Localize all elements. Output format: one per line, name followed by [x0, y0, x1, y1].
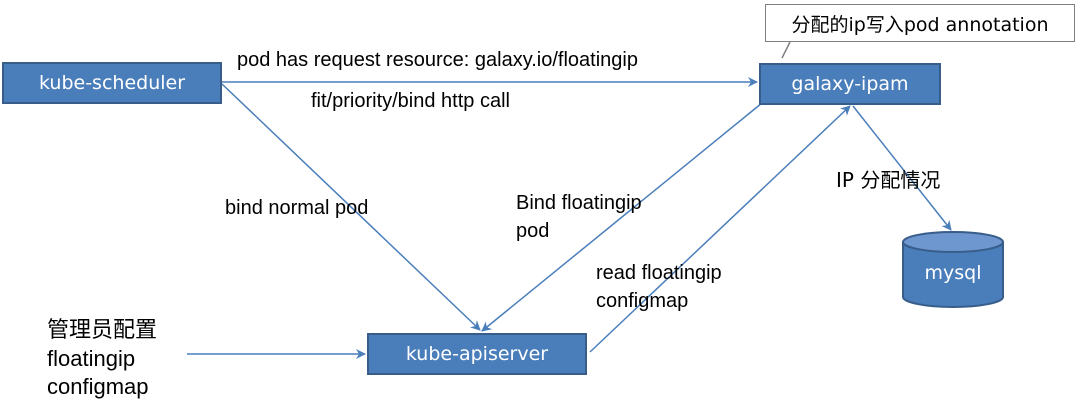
kube-scheduler-node[interactable]: kube-scheduler: [2, 62, 222, 104]
galaxy-ipam-node[interactable]: galaxy-ipam: [759, 63, 941, 105]
ip-annotation-callout: 分配的ip写入pod annotation: [765, 4, 1075, 42]
label-read-configmap-line1: read floatingip: [596, 262, 722, 284]
label-bind-floatingip-line1: Bind floatingip: [516, 192, 642, 214]
arrow-scheduler-to-apiserver: [221, 83, 481, 331]
arrow-ipam-to-mysql: [852, 105, 952, 231]
label-admin-line2: floatingip: [47, 346, 136, 371]
label-bind-normal-pod: bind normal pod: [225, 197, 369, 219]
arrow-ipam-to-apiserver: [481, 102, 763, 332]
label-ip-status: IP 分配情况: [836, 168, 941, 192]
label-bind-floatingip-line2: pod: [516, 220, 550, 242]
label-http-call: fit/priority/bind http call: [311, 90, 510, 112]
label-request-resource: pod has request resource: galaxy.io/floa…: [237, 49, 638, 71]
callout-pointer: [781, 41, 791, 59]
label-read-configmap-line2: configmap: [596, 290, 689, 312]
label-admin-line3: configmap: [47, 374, 149, 399]
mysql-database-icon: [902, 231, 1004, 308]
kube-apiserver-node[interactable]: kube-apiserver: [367, 333, 587, 375]
label-admin-line1: 管理员配置: [47, 318, 158, 343]
mysql-label: mysql: [924, 262, 982, 284]
arrow-apiserver-to-ipam: [589, 105, 851, 353]
